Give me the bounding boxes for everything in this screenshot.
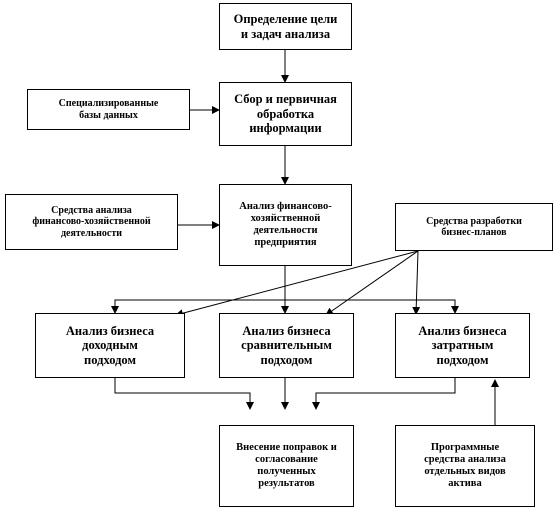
node-bizplan-tools-label: Средства разработки бизнес-планов bbox=[426, 215, 522, 239]
arrow-fin-analysis-to-cost bbox=[285, 299, 459, 314]
arrow-cost-to-adjust bbox=[312, 378, 456, 410]
node-bizplan-tools: Средства разработки бизнес-планов bbox=[395, 203, 553, 251]
node-fin-tools-label: Средства анализа финансово-хозяйственной… bbox=[32, 204, 151, 239]
node-fin-analysis-label: Анализ финансово- хозяйственной деятельн… bbox=[239, 200, 332, 249]
node-fin-tools: Средства анализа финансово-хозяйственной… bbox=[5, 194, 178, 250]
node-income-label: Анализ бизнеса доходным подходом bbox=[65, 323, 155, 367]
node-cost: Анализ бизнеса затратным подходом bbox=[395, 313, 530, 378]
node-comparative-label: Анализ бизнеса сравнительным подходом bbox=[241, 323, 332, 367]
arrow-bizplan-to-comparative bbox=[325, 250, 419, 316]
node-adjust: Внесение поправок и согласование получен… bbox=[219, 425, 354, 507]
node-comparative: Анализ бизнеса сравнительным подходом bbox=[219, 313, 354, 378]
node-goal-label: Определение цели и задач анализа bbox=[233, 12, 338, 41]
node-adjust-label: Внесение поправок и согласование получен… bbox=[236, 441, 337, 490]
node-collect-label: Сбор и первичная обработка информации bbox=[234, 92, 337, 136]
arrow-bizplan-to-cost bbox=[412, 250, 421, 315]
node-software-label: Программные средства анализа отдельных в… bbox=[424, 441, 506, 490]
node-income: Анализ бизнеса доходным подходом bbox=[35, 313, 185, 378]
node-databases: Специализированные базы данных bbox=[27, 89, 190, 130]
arrow-income-to-adjust bbox=[114, 378, 254, 410]
node-cost-label: Анализ бизнеса затратным подходом bbox=[418, 323, 507, 367]
node-databases-label: Специализированные базы данных bbox=[58, 98, 159, 121]
node-fin-analysis: Анализ финансово- хозяйственной деятельн… bbox=[219, 184, 352, 266]
arrow-fin-analysis-to-income bbox=[111, 299, 285, 314]
arrow-bizplan-to-income bbox=[175, 250, 419, 318]
node-goal: Определение цели и задач анализа bbox=[219, 3, 352, 50]
node-collect: Сбор и первичная обработка информации bbox=[219, 82, 352, 146]
node-software: Программные средства анализа отдельных в… bbox=[395, 425, 535, 507]
